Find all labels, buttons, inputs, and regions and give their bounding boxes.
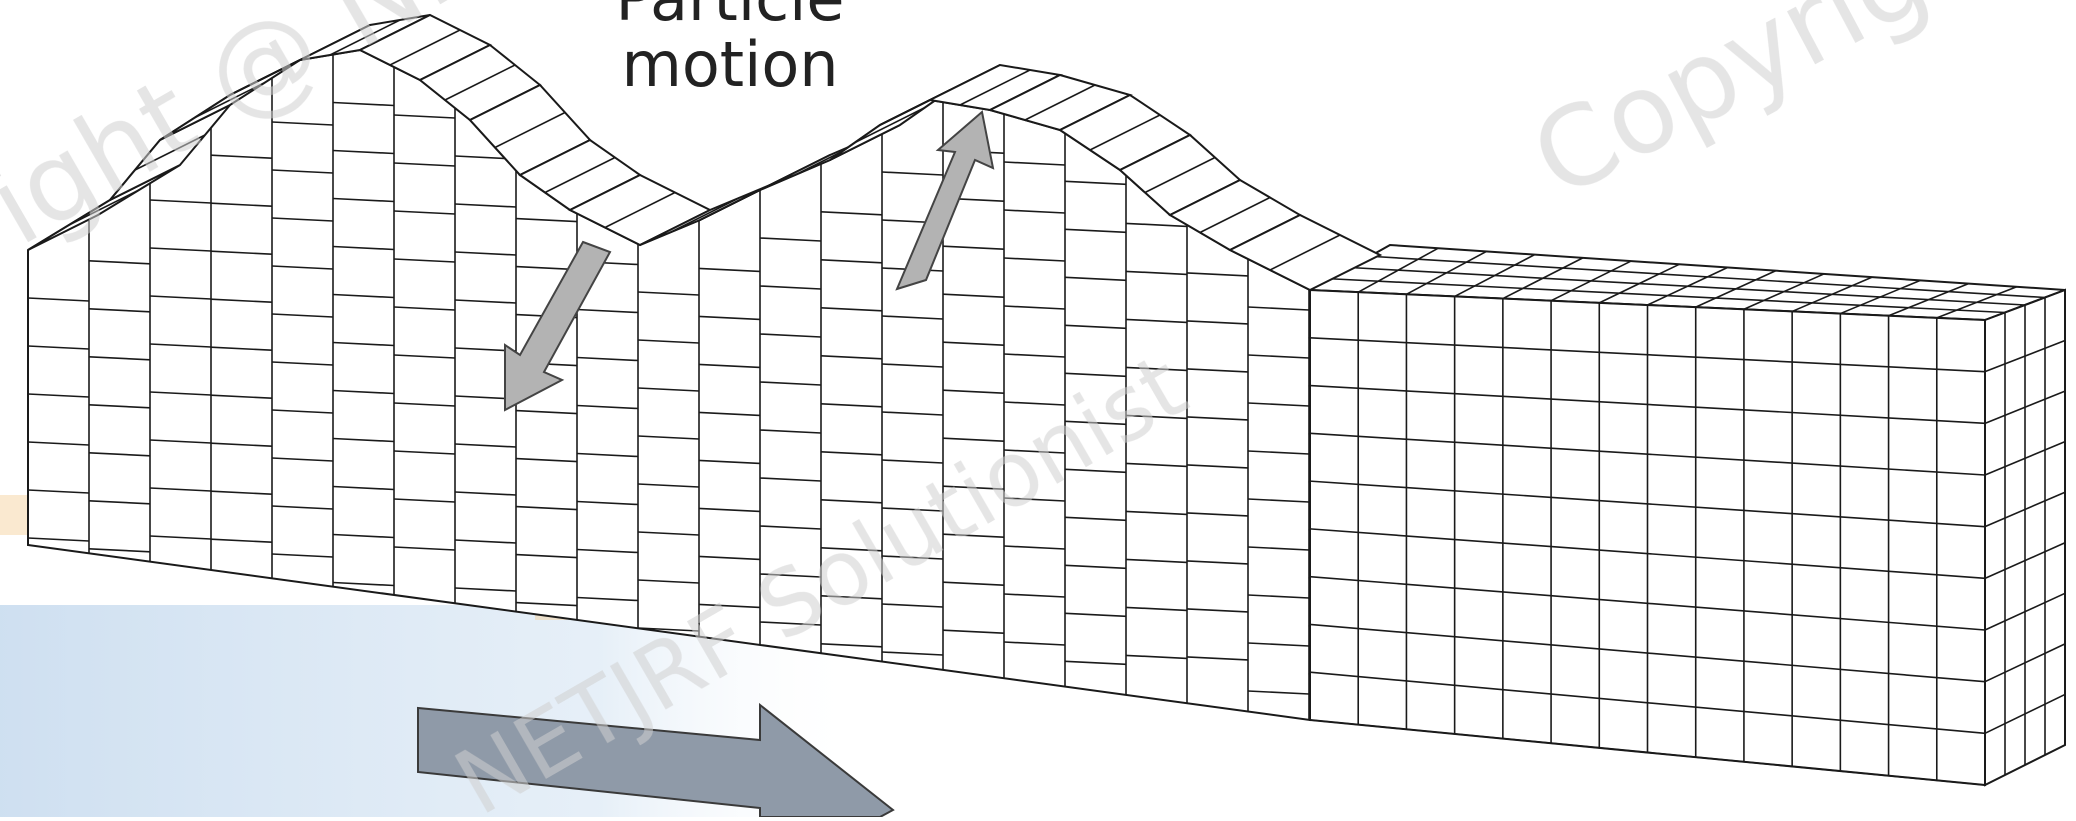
- grid-line: [1309, 386, 1310, 389]
- grid-line: [1309, 338, 1310, 341]
- grid-line: [1309, 626, 1310, 629]
- particle-motion-label: Particle motion: [560, 0, 900, 98]
- grid-line: [1309, 674, 1310, 677]
- grid-line: [1309, 482, 1310, 485]
- svg-text:Copyright @ NETJRF: Copyright @ NETJRF: [1512, 0, 2076, 223]
- grid-line: [1309, 530, 1310, 533]
- label-main: motion: [560, 32, 900, 98]
- grid-line: [1309, 434, 1310, 437]
- grid-line: [1309, 578, 1310, 581]
